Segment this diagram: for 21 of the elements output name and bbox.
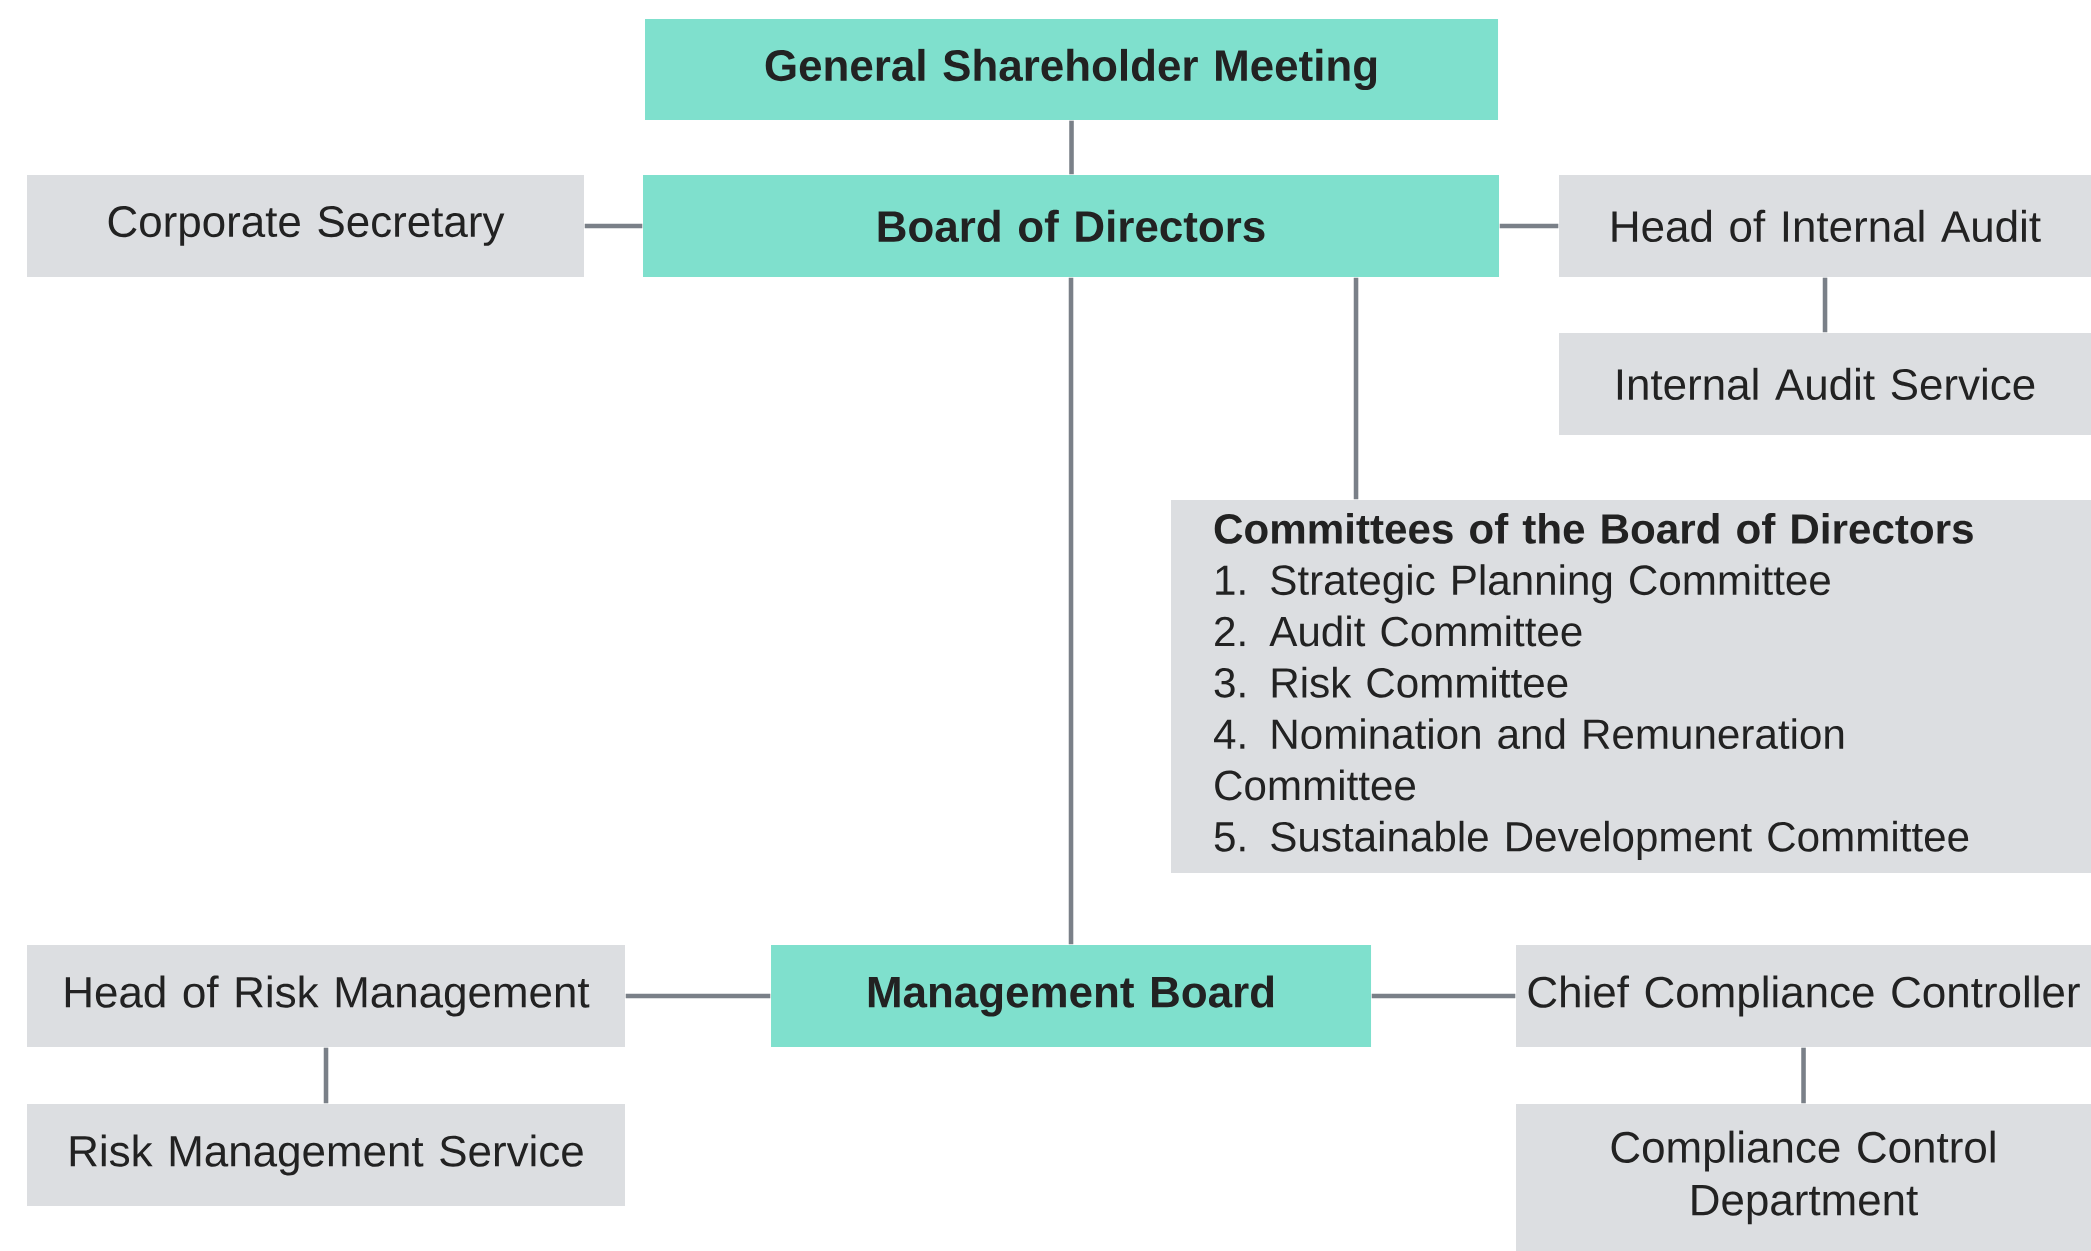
org-box: Compliance Control Department: [1516, 1104, 2091, 1251]
org-box: Head of Risk Management: [27, 945, 625, 1047]
connector-line: [1068, 277, 1074, 945]
org-box: Management Board: [771, 945, 1372, 1047]
connector-line: [1069, 120, 1074, 175]
org-box: Board of Directors: [643, 174, 1499, 277]
connector-line: [625, 993, 771, 999]
org-box: Internal Audit Service: [1559, 333, 2091, 435]
connector-line: [1801, 1047, 1806, 1104]
connector-line: [584, 223, 643, 229]
connector-line: [1822, 277, 1828, 333]
connector-line: [1499, 223, 1559, 229]
org-box: Risk Management Service: [27, 1104, 625, 1206]
connector-line: [323, 1047, 329, 1104]
org-box: Chief Compliance Controller: [1516, 945, 2091, 1047]
org-box: Corporate Secretary: [27, 174, 584, 277]
connector-line: [1353, 277, 1359, 500]
org-box: Head of Internal Audit: [1559, 174, 2091, 277]
org-box: General Shareholder Meeting: [645, 19, 1499, 120]
connector-line: [1371, 993, 1516, 999]
committee-list-box: Committees of the Board of Directors 1. Strategic Planning Committee 2. Audit Committee 3. Risk Committee 4. Nomination and Remuneration Committee 5. Sustainable Development Committee: [1171, 500, 2091, 873]
